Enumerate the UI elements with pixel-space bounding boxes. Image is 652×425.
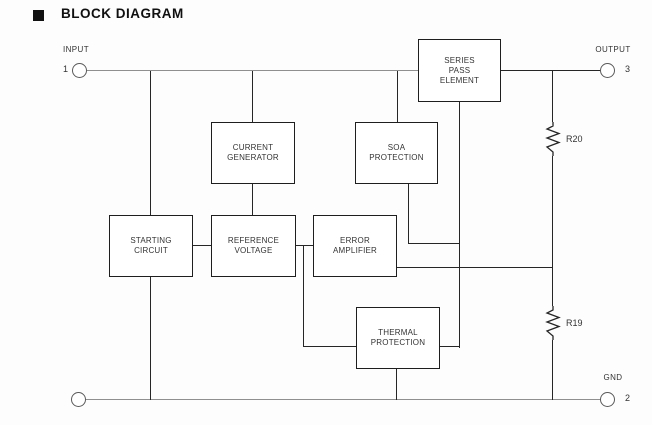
pin-3-label: 3 [625,64,631,74]
wire-input-to-current-gen [252,71,254,122]
wire-series-pass-drive [459,101,461,348]
pin-1-label: 1 [62,64,68,74]
gnd-label: GND [603,373,623,382]
block-label: SERIES PASS ELEMENT [439,55,480,85]
block-soa-protection: SOA PROTECTION [355,122,438,184]
pin-2-label: 2 [625,393,631,403]
block-series-pass-element: SERIES PASS ELEMENT [418,39,501,102]
block-thermal-protection: THERMAL PROTECTION [356,307,440,369]
wire-starting-to-gnd [150,277,152,400]
wire-thermal-to-gnd [396,368,398,400]
r20-label: R20 [566,134,583,144]
block-label: THERMAL PROTECTION [370,328,426,347]
block-label: STARTING CIRCUIT [130,236,172,255]
wire-reference-to-error-amp [296,245,314,247]
block-label: REFERENCE VOLTAGE [227,236,280,255]
wire-output [500,70,601,72]
input-label: INPUT [63,45,89,54]
wire-soa-to-drive-node [408,243,460,245]
gnd-terminal [600,392,615,407]
wire-starting-to-reference [192,245,211,247]
block-starting-circuit: STARTING CIRCUIT [109,215,193,277]
wire-thermal-left-link [303,346,356,348]
wire-soa-down [408,183,410,244]
block-reference-voltage: REFERENCE VOLTAGE [211,215,296,277]
wire-reference-node-down [303,245,305,347]
wire-thermal-right-link [439,346,460,348]
r19-label: R19 [566,318,583,328]
wire-current-gen-to-reference [252,183,254,215]
wire-gnd-rail [86,399,601,401]
section-bullet-icon [33,10,44,21]
block-label: SOA PROTECTION [369,143,424,162]
wire-input-to-soa [397,71,399,122]
input-terminal [72,63,87,78]
resistor-r19-icon [545,306,561,340]
wire-feedback [397,267,553,269]
wire-divider [552,70,554,400]
block-error-amplifier: ERROR AMPLIFIER [313,215,397,277]
wire-input-rail [87,70,418,72]
resistor-r20-icon [545,122,561,156]
block-label: ERROR AMPLIFIER [332,236,378,255]
output-terminal [600,63,615,78]
block-current-generator: CURRENT GENERATOR [211,122,295,184]
output-label: OUTPUT [595,45,631,54]
block-label: CURRENT GENERATOR [227,143,279,162]
page-title: BLOCK DIAGRAM [61,6,184,21]
wire-input-to-starting [150,71,152,215]
bottom-left-terminal [71,392,86,407]
